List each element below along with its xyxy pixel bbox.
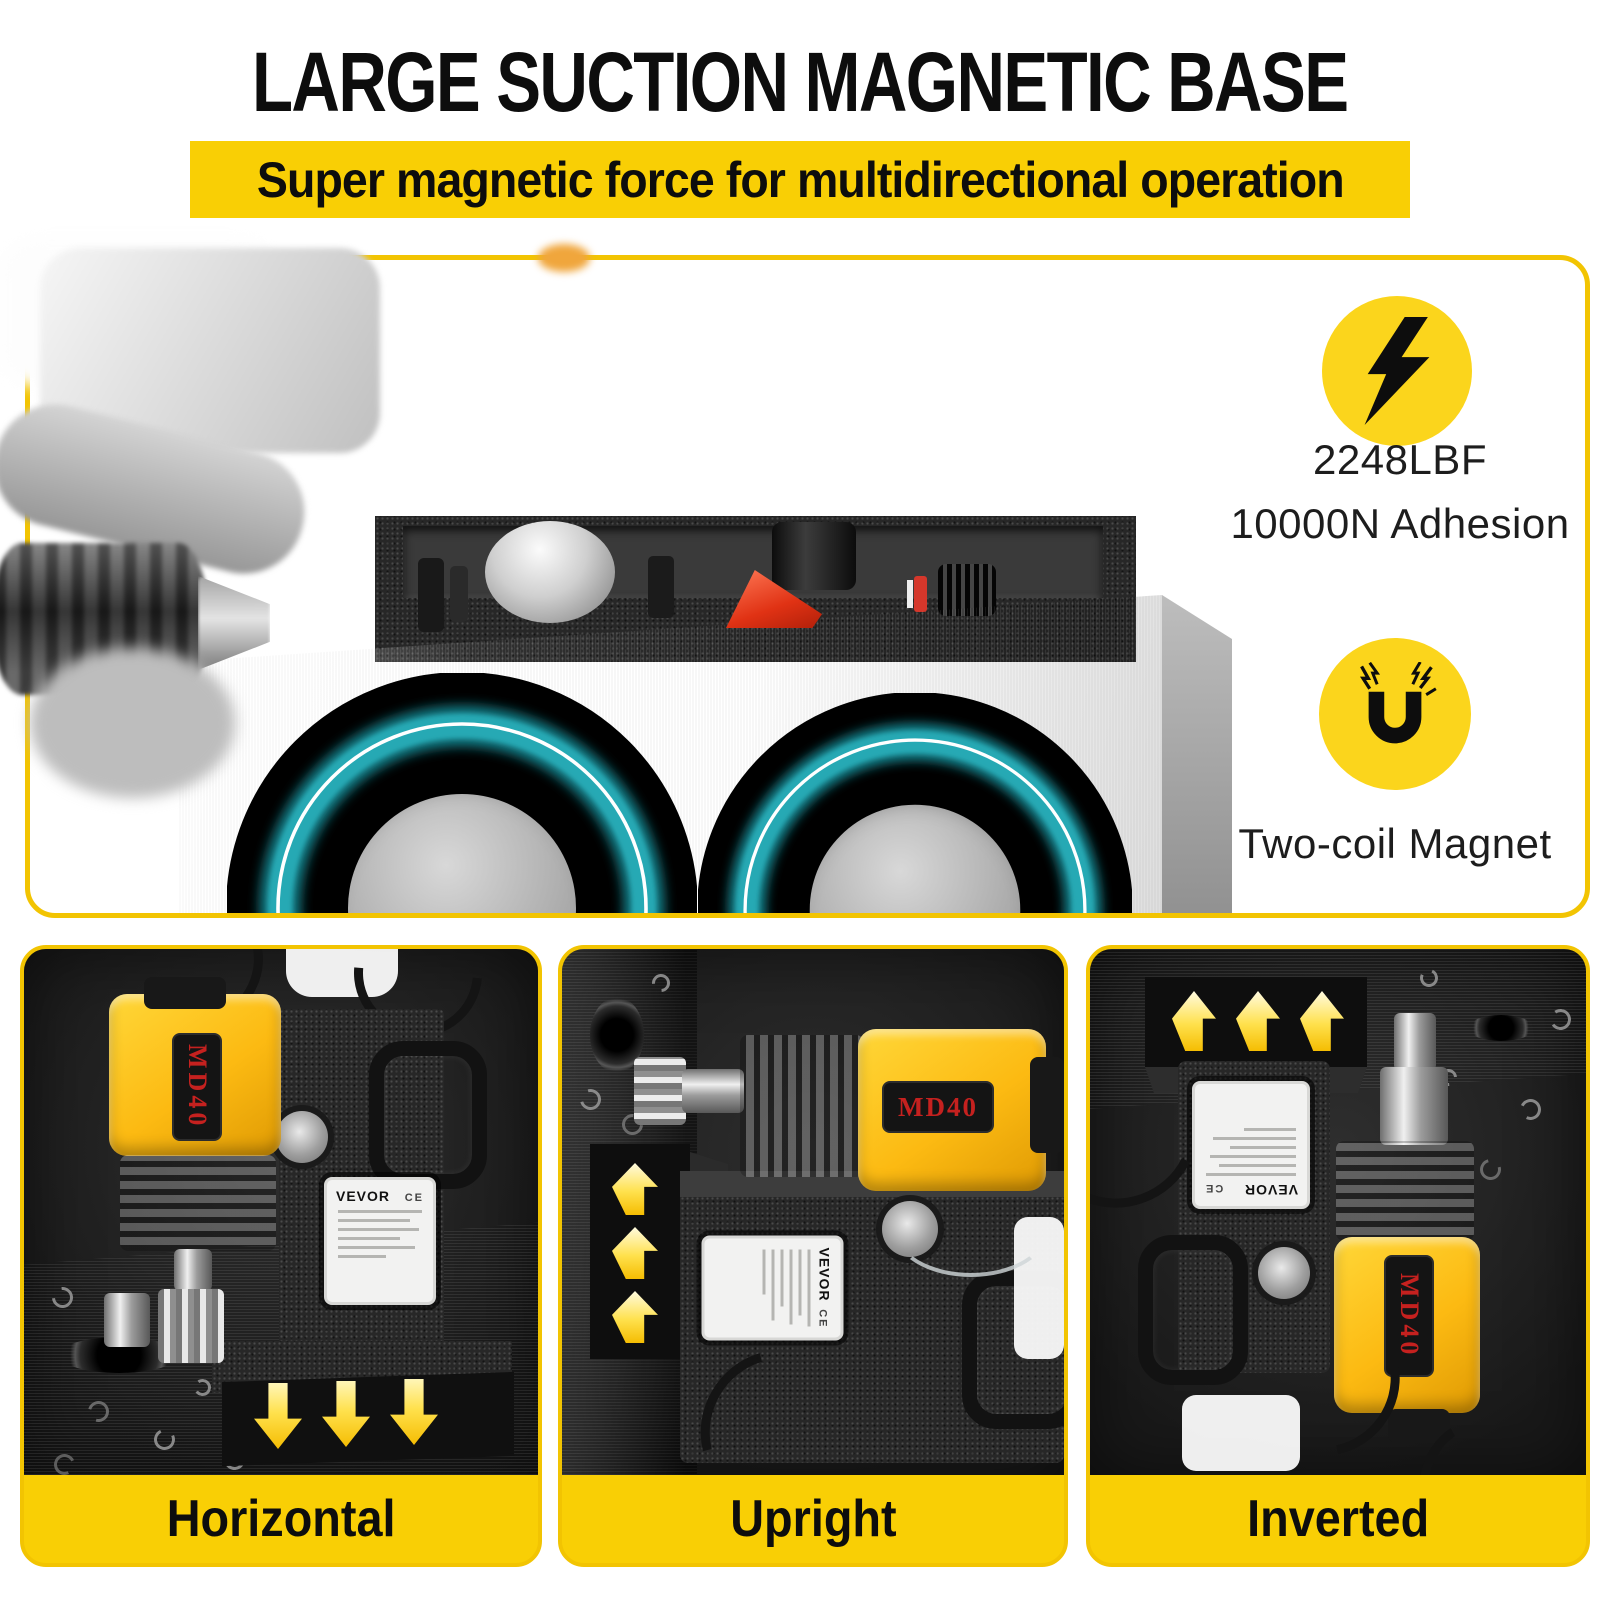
vevor-logo: VEVOR	[1243, 1182, 1298, 1198]
carry-handle	[1138, 1235, 1248, 1385]
magnetic-base-block-side	[1162, 595, 1232, 913]
blurred-orange-part	[538, 244, 590, 272]
drilled-hole	[1468, 1015, 1534, 1041]
drill-chuck	[1380, 1067, 1448, 1145]
lightning-icon	[1322, 296, 1472, 446]
blurred-machine-part	[30, 648, 235, 798]
gearbox	[740, 1035, 864, 1177]
panel-inverted-photo: VEVOR CE MD40	[1090, 949, 1586, 1475]
magnet-label: Two-coil Magnet	[1238, 820, 1552, 867]
vevor-logo: VEVOR	[816, 1247, 833, 1302]
spec-text-lines	[1204, 1128, 1298, 1176]
spec-text-lines	[336, 1210, 424, 1258]
model-badge: MD40	[1384, 1255, 1434, 1377]
spec-label: VEVOR CE	[701, 1235, 844, 1341]
motor-cap	[144, 977, 226, 1009]
panel-inverted: VEVOR CE MD40 Inverted	[1086, 945, 1590, 1567]
gearbox	[120, 1155, 276, 1251]
force-value: 2248LBF	[1313, 436, 1487, 483]
motor-cap	[1388, 1409, 1450, 1443]
model-badge: MD40	[172, 1033, 222, 1141]
knurled-knob	[938, 564, 996, 616]
spec-text-lines	[762, 1248, 811, 1329]
ce-mark: CE	[1204, 1182, 1224, 1194]
panel-upright-photo: VEVOR CE MD40	[562, 949, 1064, 1475]
coolant-tube	[892, 1179, 1050, 1277]
panel-caption: Horizontal	[24, 1475, 538, 1563]
metal-chip	[1517, 1096, 1544, 1123]
fitting	[418, 558, 444, 632]
white-indicator	[907, 580, 913, 608]
pivot-hub	[1258, 1247, 1310, 1299]
spec-label: VEVOR CE	[1192, 1081, 1310, 1209]
ce-mark: CE	[404, 1192, 424, 1204]
panel-upright: VEVOR CE MD40 Upright	[558, 945, 1068, 1567]
coolant-bottle	[1182, 1395, 1300, 1471]
arbor	[682, 1069, 744, 1113]
dome-cap	[485, 521, 615, 623]
bolt-stub	[648, 556, 674, 618]
vevor-logo: VEVOR	[336, 1188, 391, 1204]
metal-chip	[1476, 1155, 1505, 1184]
coolant-bottle	[286, 949, 398, 997]
adhesion-value: 10000N Adhesion	[1230, 500, 1570, 547]
fitting	[450, 566, 468, 622]
metal-slug	[104, 1293, 150, 1347]
coil-ring-2	[698, 693, 1132, 913]
model-badge: MD40	[882, 1081, 994, 1133]
motor-cap	[1030, 1057, 1064, 1153]
coil-ring-1	[227, 673, 697, 913]
black-knob	[772, 522, 856, 590]
arbor	[174, 1249, 212, 1291]
panel-horizontal: VEVOR CE MD40 Horizontal	[20, 945, 542, 1567]
gearbox	[1336, 1141, 1474, 1241]
panel-caption: Inverted	[1090, 1475, 1586, 1563]
red-indicator	[914, 576, 927, 612]
spec-label: VEVOR CE	[324, 1177, 436, 1305]
panel-caption: Upright	[562, 1475, 1064, 1563]
subtitle-banner: Super magnetic force for multidirectiona…	[190, 141, 1410, 218]
annular-cutter	[158, 1289, 224, 1363]
magnet-icon	[1319, 638, 1471, 790]
pivot-hub	[276, 1111, 328, 1163]
annular-cutter	[634, 1057, 686, 1125]
arbor	[1394, 1013, 1436, 1071]
page-title: LARGE SUCTION MAGNETIC BASE	[252, 35, 1349, 129]
panel-horizontal-photo: VEVOR CE MD40	[24, 949, 538, 1475]
ce-mark: CE	[816, 1309, 829, 1329]
carry-handle	[369, 1041, 487, 1189]
